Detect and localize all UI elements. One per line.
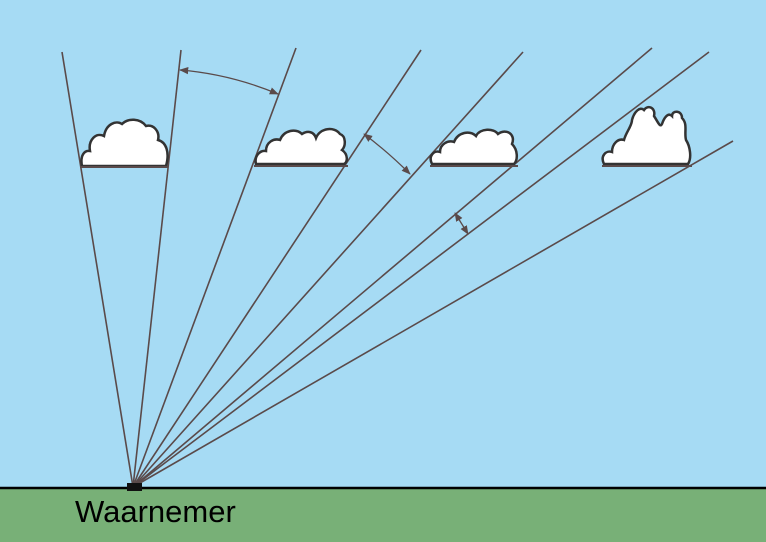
double-arrow-icon bbox=[363, 133, 411, 175]
sight-line-8 bbox=[132, 140, 734, 488]
double-arrow-icon bbox=[179, 67, 279, 95]
sight-lines bbox=[61, 47, 734, 488]
observer-marker bbox=[127, 483, 142, 491]
sight-line-2 bbox=[132, 49, 182, 488]
double-arrow-icon bbox=[454, 212, 469, 235]
ground bbox=[0, 488, 766, 542]
sight-line-4 bbox=[132, 49, 422, 488]
observer-label: Waarnemer bbox=[75, 494, 236, 529]
cloud-icon bbox=[80, 118, 169, 168]
sight-line-3 bbox=[132, 47, 297, 488]
sky-background bbox=[0, 0, 766, 488]
sight-line-5 bbox=[132, 51, 524, 488]
cloud-icon bbox=[601, 105, 692, 167]
sight-line-7 bbox=[132, 51, 710, 488]
cloud-icon bbox=[429, 128, 518, 167]
sight-line-6 bbox=[132, 47, 653, 488]
cloud-icon bbox=[254, 127, 348, 167]
sight-line-1 bbox=[61, 51, 134, 488]
